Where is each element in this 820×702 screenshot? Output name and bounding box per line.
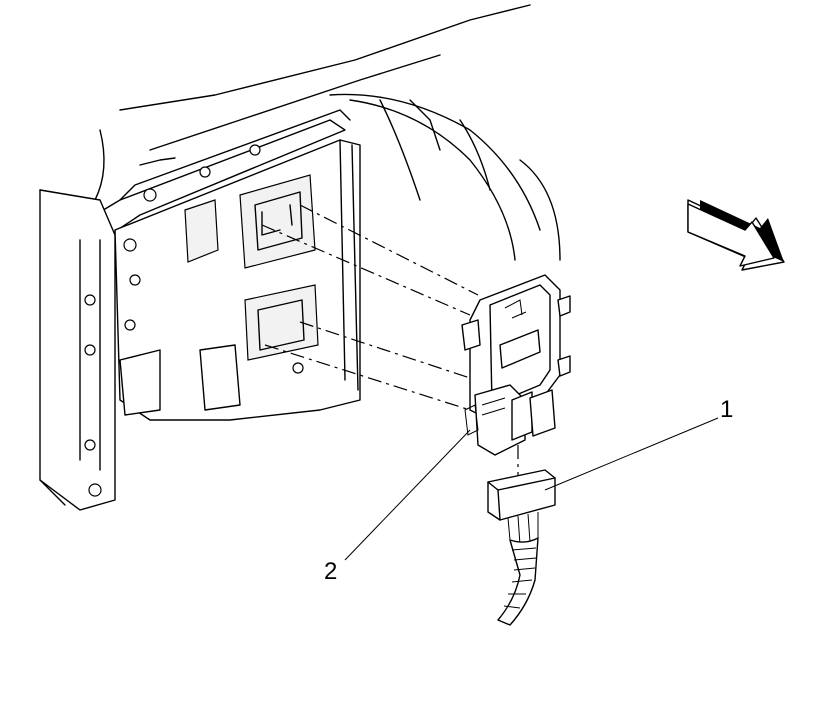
callout-label-2: 2 [324, 558, 338, 585]
electronic-module [461, 274, 571, 456]
forward-arrow-icon [687, 199, 785, 271]
alignment-lines [261, 204, 479, 411]
harness-connector [487, 445, 556, 626]
vehicle-body-structure [39, 4, 561, 511]
callout-label-1: 1 [720, 396, 734, 423]
leader-line-2 [344, 429, 471, 561]
leader-line-1 [544, 417, 719, 491]
callout-leaders [344, 417, 719, 561]
